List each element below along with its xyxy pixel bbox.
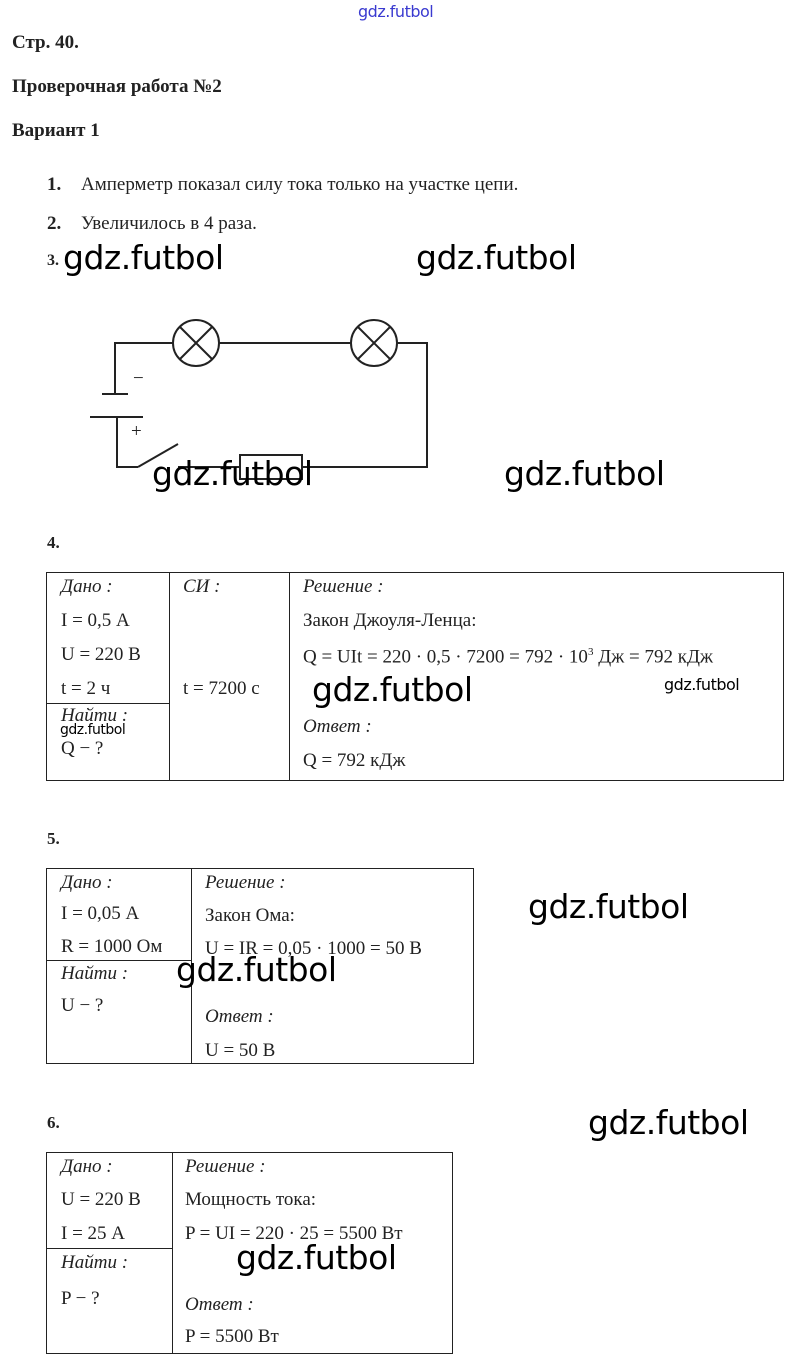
- law-name: Закон Джоуля-Ленца:: [303, 610, 477, 631]
- watermark: gdz.futbol: [416, 238, 577, 277]
- given-value: I = 25 А: [61, 1223, 126, 1244]
- task5-table: [46, 868, 474, 1064]
- given-label: Дано :: [61, 872, 113, 893]
- answer-label: Ответ :: [205, 1006, 274, 1027]
- find-value: P − ?: [61, 1288, 100, 1309]
- item-number: 1.: [47, 174, 62, 195]
- answer-value: U = 50 В: [205, 1040, 276, 1061]
- lamp-2: [350, 319, 398, 367]
- answer-text: Увеличилось в 4 раза.: [81, 213, 257, 234]
- watermark: gdz.futbol: [528, 887, 689, 926]
- given-value: U = 220 В: [61, 1189, 141, 1210]
- answer-text: Амперметр показал силу тока только на уч…: [81, 174, 519, 195]
- given-value: U = 220 В: [61, 644, 141, 665]
- task-number: 5.: [47, 829, 60, 848]
- watermark: gdz.futbol: [504, 454, 665, 493]
- watermark: gdz.futbol: [60, 722, 126, 738]
- circuit-diagram: [90, 319, 428, 480]
- answer-label: Ответ :: [185, 1294, 254, 1315]
- watermark: gdz.futbol: [63, 238, 224, 277]
- solution-label: Решение :: [205, 872, 286, 893]
- item-number: 3.: [47, 252, 59, 269]
- answer-value: Q = 792 кДж: [303, 750, 406, 771]
- find-value: Q − ?: [61, 738, 104, 759]
- law-name: Закон Ома:: [205, 905, 295, 926]
- find-label: Найти :: [61, 963, 129, 984]
- formula: U = IR = 0,05 · 1000 = 50 В: [205, 938, 422, 959]
- given-value: R = 1000 Ом: [61, 936, 163, 957]
- answer-label: Ответ :: [303, 716, 372, 737]
- answer-value: P = 5500 Вт: [185, 1326, 279, 1347]
- watermark: gdz.futbol: [312, 670, 473, 709]
- watermark: gdz.futbol: [358, 2, 434, 21]
- page-number: Стр. 40.: [12, 32, 79, 53]
- task6-table: [46, 1152, 453, 1354]
- watermark: gdz.futbol: [664, 675, 740, 694]
- task-number: 4.: [47, 533, 60, 552]
- item-number: 2.: [47, 213, 62, 234]
- given-value: I = 0,5 А: [61, 610, 130, 631]
- given-value: t = 2 ч: [61, 678, 111, 699]
- variant-label: Вариант 1: [12, 120, 100, 141]
- watermark: gdz.futbol: [236, 1238, 397, 1277]
- minus-label: −: [133, 368, 144, 389]
- page-title: Проверочная работа №2: [12, 76, 222, 97]
- lamp-1: [172, 319, 220, 367]
- solution-label: Решение :: [185, 1156, 266, 1177]
- find-value: U − ?: [61, 995, 104, 1016]
- given-label: Дано :: [61, 576, 113, 597]
- watermark: gdz.futbol: [152, 454, 313, 493]
- solution-label: Решение :: [303, 576, 384, 597]
- find-label: Найти :: [61, 705, 129, 726]
- plus-label: +: [131, 421, 142, 442]
- watermark: gdz.futbol: [176, 950, 337, 989]
- watermark: gdz.futbol: [588, 1103, 749, 1142]
- resistor: [239, 454, 303, 480]
- switch: [137, 443, 179, 468]
- si-value: t = 7200 с: [183, 678, 260, 699]
- task4-table: [46, 572, 784, 781]
- find-label: Найти :: [61, 1252, 129, 1273]
- given-value: I = 0,05 А: [61, 903, 140, 924]
- formula: P = UI = 220 · 25 = 5500 Вт: [185, 1223, 403, 1244]
- si-label: СИ :: [183, 576, 221, 597]
- formula: Q = UIt = 220 · 0,5 · 7200 = 792 · 103 Д…: [303, 646, 714, 668]
- given-label: Дано :: [61, 1156, 113, 1177]
- task-number: 6.: [47, 1113, 60, 1132]
- law-name: Мощность тока:: [185, 1189, 317, 1210]
